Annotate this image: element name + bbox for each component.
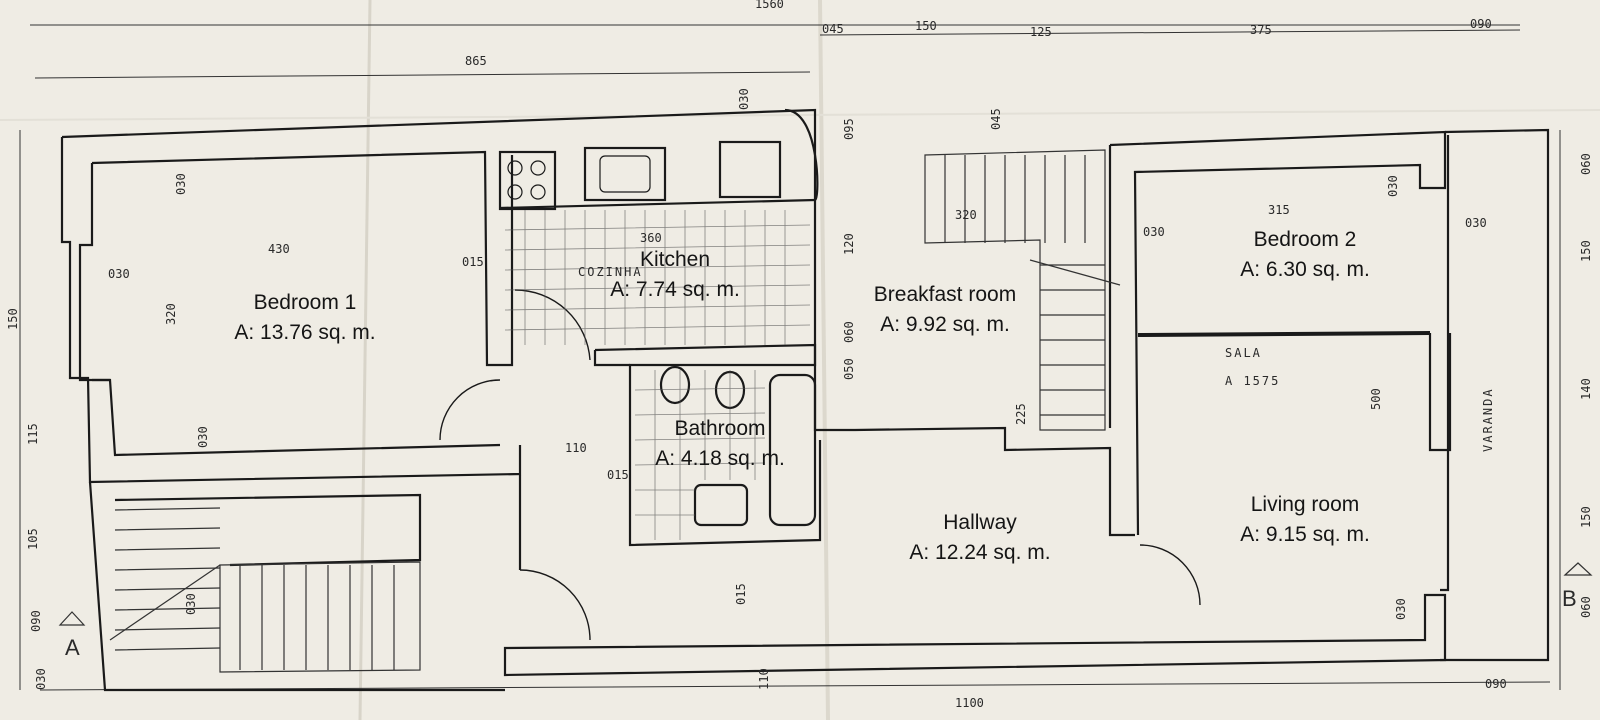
dim-interior: 315 bbox=[1268, 203, 1290, 217]
dim-vertical: 030 bbox=[1386, 175, 1400, 197]
dim-vertical: 225 bbox=[1014, 403, 1028, 425]
room-bedroom-2: Bedroom 2 A: 6.30 sq. m. bbox=[1205, 225, 1405, 285]
dim-bottom: 090 bbox=[1485, 677, 1507, 691]
room-name: Kitchen bbox=[639, 248, 711, 271]
section-mark-b: B bbox=[1562, 562, 1593, 611]
room-name: Bedroom 1 bbox=[253, 291, 357, 314]
dim-interior: 015 bbox=[607, 468, 629, 482]
dim-left: 150 bbox=[6, 308, 20, 330]
room-name: Breakfast room bbox=[873, 283, 1017, 306]
dim-right: 060 bbox=[1579, 596, 1593, 618]
dim-left: 105 bbox=[26, 528, 40, 550]
room-breakfast: Breakfast room A: 9.92 sq. m. bbox=[840, 280, 1050, 340]
dim-right: 150 bbox=[1579, 240, 1593, 262]
room-area: A: 9.15 sq. m. bbox=[1240, 523, 1370, 546]
dim-left: 090 bbox=[29, 610, 43, 632]
dim-interior: 430 bbox=[268, 242, 290, 256]
dim-interior: 110 bbox=[565, 441, 587, 455]
dim-interior: 360 bbox=[640, 231, 662, 245]
dim-vertical: 015 bbox=[734, 583, 748, 605]
dim-vertical: 030 bbox=[737, 88, 751, 110]
dim-vertical: 320 bbox=[164, 303, 178, 325]
dim-interior: 030 bbox=[1465, 216, 1487, 230]
room-area: A: 6.30 sq. m. bbox=[1240, 258, 1370, 281]
dim-bottom-total: 1100 bbox=[955, 696, 984, 710]
dim-vertical: 030 bbox=[196, 426, 210, 448]
dim-vertical: 030 bbox=[184, 593, 198, 615]
dim-interior: 320 bbox=[955, 208, 977, 222]
dim-top: 125 bbox=[1030, 25, 1052, 39]
dim-interior: 015 bbox=[462, 255, 484, 269]
room-area: A: 9.92 sq. m. bbox=[880, 313, 1010, 336]
room-area: A: 12.24 sq. m. bbox=[909, 541, 1051, 564]
dim-vertical: 110 bbox=[757, 668, 771, 690]
room-name: Bedroom 2 bbox=[1253, 228, 1357, 251]
sala-area-label: A 1575 bbox=[1225, 374, 1280, 388]
room-hallway: Hallway A: 12.24 sq. m. bbox=[880, 508, 1080, 568]
dim-top-total: 1560 bbox=[755, 0, 784, 11]
dim-vertical: 030 bbox=[174, 173, 188, 195]
dim-right: 060 bbox=[1579, 153, 1593, 175]
dim-vertical: 050 bbox=[842, 358, 856, 380]
dim-overall-left: 865 bbox=[465, 54, 487, 68]
sala-label: SALA bbox=[1225, 346, 1262, 360]
dim-vertical: 120 bbox=[842, 233, 856, 255]
dim-vertical: 030 bbox=[1394, 598, 1408, 620]
room-living: Living room A: 9.15 sq. m. bbox=[1205, 490, 1405, 550]
room-bathroom: Bathroom A: 4.18 sq. m. bbox=[630, 414, 810, 474]
dim-interior: 030 bbox=[1143, 225, 1165, 239]
varanda-label: VARANDA bbox=[1481, 387, 1495, 452]
svg-text:B: B bbox=[1562, 586, 1577, 611]
dim-vertical: 500 bbox=[1369, 388, 1383, 410]
dim-interior: 030 bbox=[108, 267, 130, 281]
room-name: Living room bbox=[1250, 493, 1360, 516]
dim-vertical: 095 bbox=[842, 118, 856, 140]
cozinha-label: COZINHA bbox=[578, 265, 643, 279]
svg-text:A: A bbox=[65, 635, 80, 660]
dim-top: 375 bbox=[1250, 23, 1272, 37]
dim-right: 140 bbox=[1579, 378, 1593, 400]
dim-left: 030 bbox=[34, 668, 48, 690]
dim-top: 090 bbox=[1470, 17, 1492, 31]
dim-vertical: 045 bbox=[989, 108, 1003, 130]
dim-top: 045 bbox=[822, 22, 844, 36]
room-area: A: 13.76 sq. m. bbox=[234, 321, 376, 344]
dim-left: 115 bbox=[26, 423, 40, 445]
room-name: Bathroom bbox=[674, 417, 766, 440]
room-kitchen: Kitchen A: 7.74 sq. m. bbox=[575, 245, 775, 305]
section-mark-a: A bbox=[58, 611, 86, 660]
room-name: Hallway bbox=[943, 511, 1017, 534]
room-area: A: 7.74 sq. m. bbox=[610, 278, 740, 301]
room-area: A: 4.18 sq. m. bbox=[655, 447, 785, 470]
dim-vertical: 060 bbox=[842, 321, 856, 343]
dim-top: 150 bbox=[915, 19, 937, 33]
dim-right: 150 bbox=[1579, 506, 1593, 528]
room-bedroom-1: Bedroom 1 A: 13.76 sq. m. bbox=[205, 288, 405, 348]
